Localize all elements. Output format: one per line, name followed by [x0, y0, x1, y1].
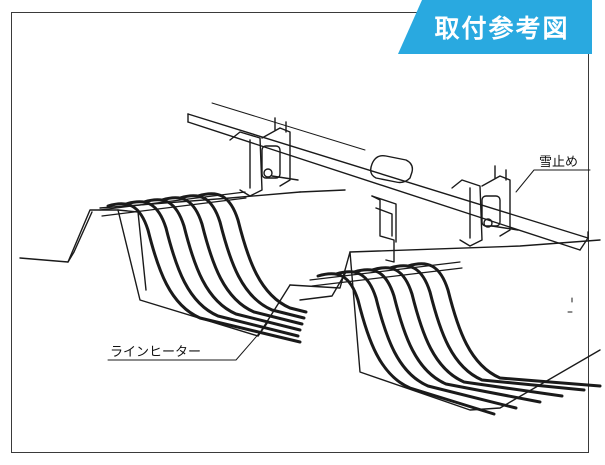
diagram-frame: [11, 12, 589, 453]
snow-guard-bar: [187, 102, 589, 251]
title-tab-shape: [398, 0, 592, 54]
left-heater-cables: [106, 192, 308, 344]
snow-guard-leader: [515, 169, 591, 193]
title-tab: 取付参考図: [398, 0, 592, 54]
right-heater-cables: [316, 262, 602, 416]
right-roof-ridge: [289, 239, 601, 411]
left-heater-clips: [99, 191, 247, 217]
center-clamp: [369, 154, 414, 263]
left-bracket: [229, 117, 299, 197]
right-bracket: [451, 165, 519, 247]
diagram-title: 取付参考図: [434, 14, 570, 43]
left-roof-ridge: [19, 209, 291, 337]
line-heater-leader: [107, 329, 263, 361]
snow-guard-label: 雪止め: [539, 155, 579, 170]
line-heater-label: ラインヒーター: [110, 345, 202, 360]
right-heater-clips: [309, 261, 463, 287]
